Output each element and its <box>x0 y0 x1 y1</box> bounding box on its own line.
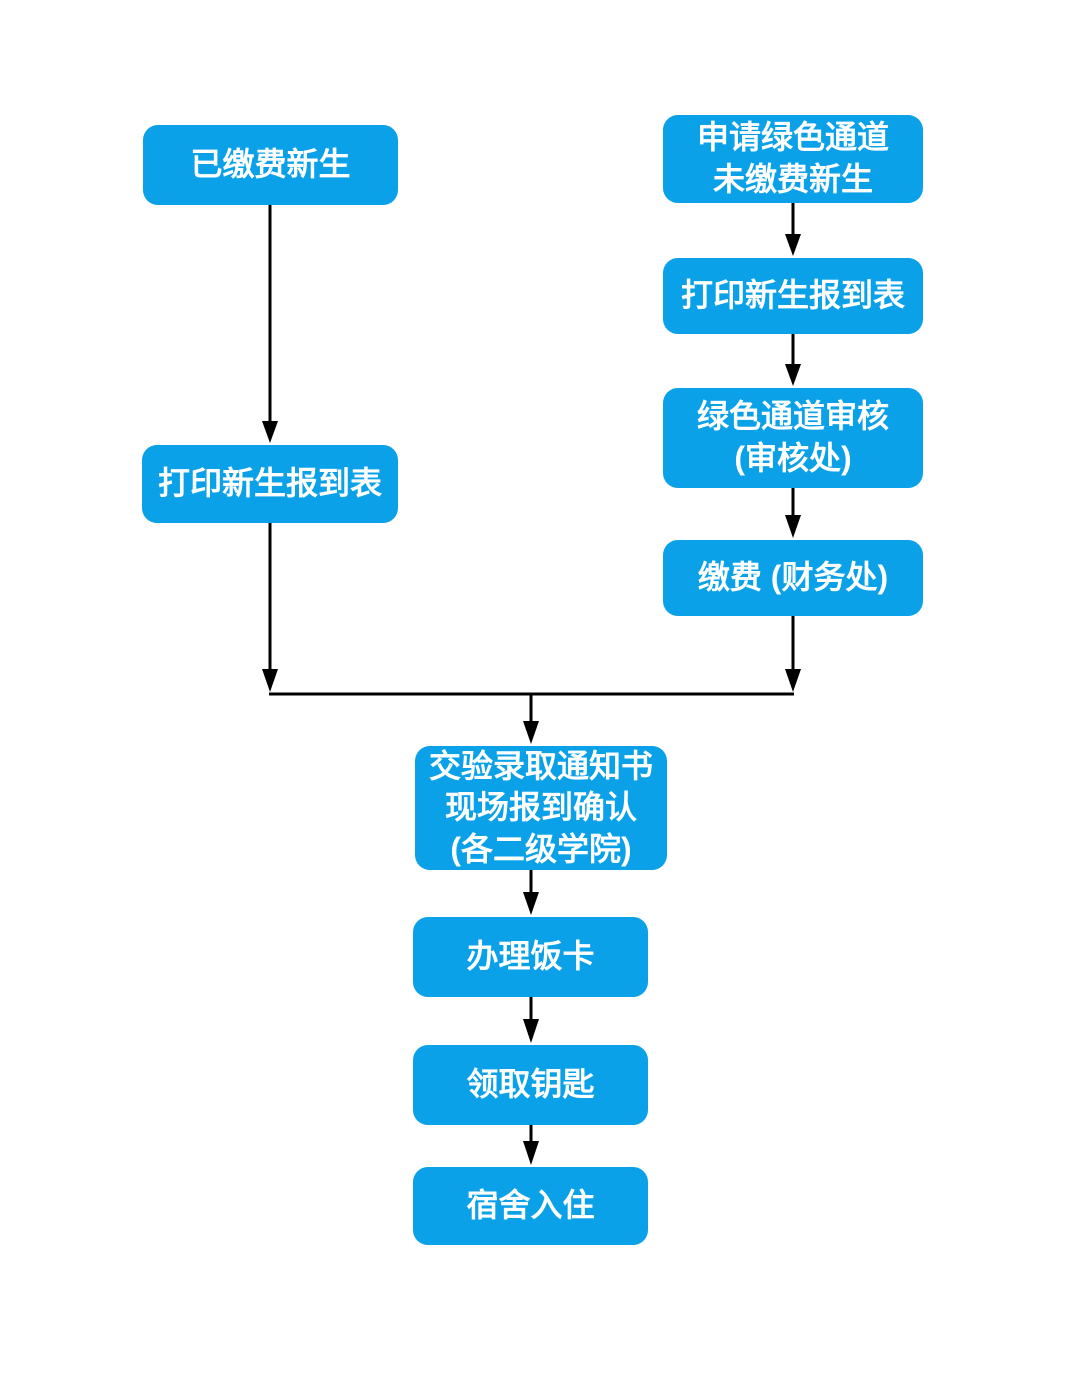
arrow-print-right-to-review <box>785 333 801 386</box>
node-label: 绿色通道审核 <box>696 398 889 435</box>
node-get-meal-card: 办理饭卡 <box>413 917 648 997</box>
arrow-apply-to-print-right <box>785 202 801 256</box>
node-label: (审核处) <box>734 440 852 476</box>
node-label: 宿舍入住 <box>466 1187 595 1224</box>
node-label: 打印新生报到表 <box>157 465 382 502</box>
node-onsite-registration-confirm: 交验录取通知书 现场报到确认 (各二级学院) <box>415 746 667 870</box>
node-label: 未缴费新生 <box>712 161 873 197</box>
node-dorm-check-in: 宿舍入住 <box>413 1167 648 1245</box>
arrow-merge-to-confirm <box>523 694 539 744</box>
node-label: 已缴费新生 <box>190 146 351 183</box>
node-label: 领取钥匙 <box>466 1066 595 1103</box>
node-label: 缴费 (财务处) <box>697 559 889 596</box>
arrow-confirm-to-mealcard <box>523 869 539 915</box>
node-green-channel-unpaid-students: 申请绿色通道 未缴费新生 <box>663 115 923 203</box>
arrow-keys-to-dorm <box>523 1124 539 1165</box>
node-paid-new-students: 已缴费新生 <box>143 125 398 205</box>
node-print-registration-form-left: 打印新生报到表 <box>142 445 398 523</box>
arrow-print-left-to-merge <box>262 522 278 692</box>
node-print-registration-form-right: 打印新生报到表 <box>663 258 923 334</box>
arrow-pay-to-merge <box>785 615 801 692</box>
node-get-keys: 领取钥匙 <box>413 1045 648 1125</box>
node-label: 办理饭卡 <box>466 938 595 975</box>
node-label: 申请绿色通道 <box>696 119 889 156</box>
arrow-paid-to-print-left <box>262 204 278 443</box>
node-label: (各二级学院) <box>450 830 632 867</box>
node-label: 交验录取通知书 <box>428 747 653 784</box>
arrow-review-to-pay <box>785 487 801 538</box>
node-label: 打印新生报到表 <box>680 277 905 314</box>
node-pay-fee-finance-office: 缴费 (财务处) <box>663 540 923 616</box>
node-label: 现场报到确认 <box>444 789 637 826</box>
node-green-channel-review: 绿色通道审核 (审核处) <box>663 388 923 488</box>
arrow-mealcard-to-keys <box>523 996 539 1043</box>
